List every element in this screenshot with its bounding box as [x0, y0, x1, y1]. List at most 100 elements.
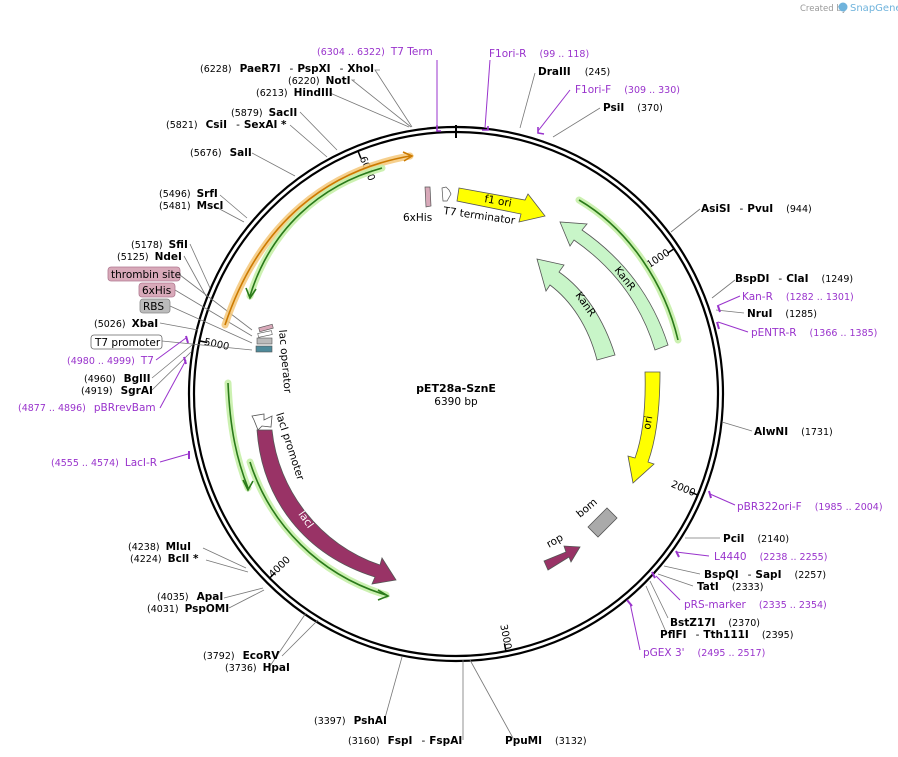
leader-l4440: [675, 551, 710, 557]
site-label-fspi: (3160)FspI-FspAI: [348, 735, 462, 747]
primer-marker-pbrrevbam: [183, 356, 187, 365]
site-label-noti: (6220)NotI: [288, 75, 351, 87]
tick-mark-6000: [357, 150, 362, 159]
leader-bspqi: [663, 565, 701, 575]
site-label-asisi: AsiSI-PvuI(944): [701, 203, 812, 215]
boxed-label-t7promoter-bg: [90, 334, 163, 350]
leader-draiii: [519, 72, 536, 129]
leader-t7promoter: [161, 340, 253, 351]
site-label-hindiii: (6213)HindIII: [256, 87, 333, 99]
tick-mark-3000: [503, 643, 507, 652]
leader-bcli: [205, 559, 249, 573]
site-label-ecorv: (3792)EcoRV: [203, 650, 280, 662]
site-label-tati: TatI(2333): [697, 581, 763, 593]
site-label-sacii: (5879)SacII: [231, 107, 297, 119]
leader-laci-r: [159, 453, 189, 463]
lac-cluster-rbs-block: [256, 337, 273, 345]
orf-arc-green2: [578, 199, 679, 341]
credit-brand: SnapGene: [850, 3, 898, 14]
site-label-pcii: PciI(2140): [723, 533, 789, 545]
leader-clai: [711, 279, 736, 299]
feature-f1-ori-label: f1 ori: [483, 193, 512, 210]
primer-marker-l4440: [675, 550, 680, 558]
site-label-paer7i: (6228)PaeR7I-PspXI-XhoI: [200, 63, 374, 75]
leader-bglii: [151, 344, 193, 379]
leader-f1ori-r: [484, 59, 491, 129]
leader-ecorv: [281, 619, 319, 657]
site-label-alwni: AlwNI(1731): [754, 426, 833, 438]
site-label-xbai: (5026)XbaI: [94, 318, 158, 330]
leader-lines: [151, 59, 753, 740]
feature-ori-arrow: [627, 371, 661, 484]
leader-pgex3: [629, 602, 641, 651]
feature-lac-operator-cluster: [255, 323, 274, 353]
primer-marker-f1ori-f: [537, 127, 545, 135]
orf-arc-green1-head: [245, 287, 257, 300]
site-label-pgex3: pGEX 3'(2495 .. 2517): [643, 647, 765, 659]
feature-t7-terminator-arrow: [441, 186, 452, 202]
site-label-t7: (4980 .. 4999)T7: [67, 355, 154, 367]
leader-sacii: [299, 111, 338, 151]
tick-mark-5000: [199, 340, 208, 344]
site-label-l4440: L4440(2238 .. 2255): [714, 551, 827, 563]
feature-f1-ori-arrow: [456, 187, 546, 223]
feature-bom-box: [587, 507, 618, 538]
site-label-csii: (5821)CsiI-SexAI *: [166, 119, 287, 131]
primer-marker-pbr322: [708, 490, 712, 499]
site-label-pshai: (3397)PshAI: [314, 715, 387, 727]
site-label-sali: (5676)SalI: [190, 147, 252, 159]
site-label-f1ori-r: F1ori-R(99 .. 118): [489, 48, 589, 60]
leader-psii: [552, 107, 601, 138]
site-label-sgrai: (4919)SgrAI: [81, 385, 153, 397]
site-label-nrui: NruI(1285): [747, 308, 817, 320]
leader-pvui: [670, 208, 701, 233]
features: f1 ori KanR KanR ori bom rop lacI lacI p…: [221, 151, 682, 601]
leader-hindiii: [329, 92, 410, 128]
site-label-laci-r: (4555 .. 4574)LacI-R: [51, 457, 157, 469]
boxed-label-t7promoter: T7 promoter: [94, 337, 161, 349]
site-label-pbr322ori-f: pBR322ori-F(1985 .. 2004): [737, 501, 883, 513]
lac-cluster-white-block: [257, 330, 273, 338]
tick-label-4000: 4000: [267, 555, 293, 581]
orf-arc-green1-halo: [246, 164, 386, 300]
orf-arc-green3: [227, 382, 249, 489]
leader-pflfi: [645, 585, 667, 633]
tick-mark-4000: [269, 571, 276, 579]
site-label-pspomi: (4031)PspOMI: [147, 603, 229, 615]
site-label-bcli: (4224)BclI *: [130, 553, 199, 565]
plasmid-name: pET28a-SznE: [416, 382, 496, 395]
orf-arc-orange-head: [402, 151, 414, 162]
leader-prs: [655, 575, 681, 601]
tick-label-5000: 5000: [203, 337, 230, 353]
leader-6xhis-box: [174, 289, 253, 337]
feature-ori-label: ori: [641, 415, 655, 431]
site-label-sfii: (5178)SfiI: [131, 239, 188, 251]
leader-tati: [657, 573, 694, 587]
primer-marker-f1ori-r: [482, 126, 489, 131]
primer-marker-pentr: [716, 321, 720, 330]
feature-6xhis-label: 6xHis: [403, 212, 432, 224]
snapgene-logo-icon: [838, 2, 848, 12]
leader-hpai: [269, 612, 307, 667]
primer-markers: [183, 125, 721, 607]
tick-label-2000: 2000: [669, 479, 697, 499]
snapgene-credit: Created by SnapGene: [800, 2, 898, 14]
leader-srfi: [219, 194, 248, 219]
orf-arc-green3-head: [242, 479, 254, 492]
feature-kanr-outer-arrow: [559, 221, 669, 351]
primer-marker-kanr: [717, 305, 721, 313]
boxed-label-6xhis-bg: [138, 282, 176, 298]
site-label-bstz17i: BstZ17I(2370): [670, 617, 760, 629]
feature-rop-arrow: [543, 545, 581, 571]
leader-apai: [223, 587, 264, 599]
site-label-pflfi: PflFI-Tth111I(2395): [660, 629, 793, 641]
orf-arc-green4-head: [377, 589, 390, 601]
leader-alwni: [721, 421, 753, 432]
site-label-draiii: DraIII(245): [538, 66, 610, 78]
leader-mlui: [202, 547, 247, 569]
primer-marker-t7term: [436, 125, 441, 132]
leader-ppumi: [469, 659, 514, 739]
tick-mark-2000: [690, 491, 699, 496]
leader-bstz17i: [649, 580, 669, 619]
